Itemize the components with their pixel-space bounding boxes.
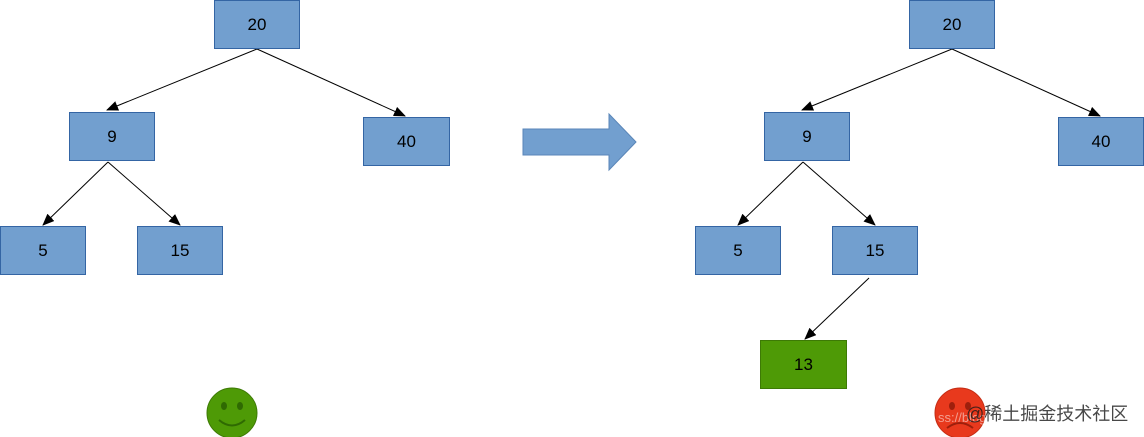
watermark-text: @稀土掘金技术社区 <box>966 404 1129 424</box>
edge-left-20-9 <box>106 48 258 111</box>
right-node-40: 40 <box>1058 117 1144 166</box>
edge-right-9-15 <box>802 161 876 226</box>
edge-left-9-15 <box>107 161 181 226</box>
right-node-9: 9 <box>764 112 850 161</box>
edge-left-20-40 <box>256 48 406 117</box>
edge-right-20-9 <box>801 48 953 111</box>
right-node-20: 20 <box>909 0 995 49</box>
smiley-icon <box>206 387 258 437</box>
right-node-15: 15 <box>832 226 918 275</box>
left-node-20: 20 <box>214 0 300 49</box>
left-node-40: 40 <box>363 117 450 166</box>
left-node-9: 9 <box>69 112 155 161</box>
edge-right-15-13 <box>804 277 870 340</box>
edge-right-9-5 <box>737 161 804 226</box>
watermark-url: ss://blog <box>938 410 987 425</box>
right-node-5: 5 <box>695 226 781 275</box>
edge-right-20-40 <box>951 48 1101 117</box>
left-node-5: 5 <box>0 226 86 275</box>
inserted-node-13: 13 <box>760 340 847 389</box>
left-node-15: 15 <box>137 226 223 275</box>
transition-arrow <box>522 112 637 172</box>
frown-icon <box>934 387 986 437</box>
edge-left-9-5 <box>42 161 109 226</box>
